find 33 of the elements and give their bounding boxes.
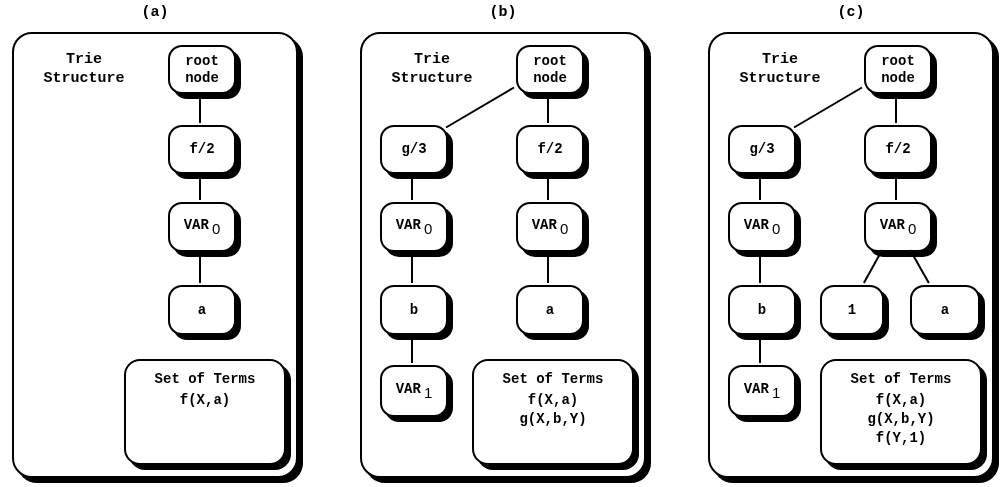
node-label: root node [880,52,916,87]
term-text: f(Y,1) [875,430,927,447]
connector-line [862,249,884,284]
panel-caption: (c) [836,4,866,21]
terms-heading: Set of Terms [154,371,256,387]
connector-line [909,249,930,284]
node-label: b [409,301,419,319]
term-text: f(X,a) [875,392,927,409]
connector-line [445,86,515,129]
connector-line [793,86,863,129]
node-label: a [545,301,555,319]
term-text: g(X,b,Y) [519,411,587,428]
term-text: g(X,b,Y) [867,411,935,428]
term-text: f(X,a) [179,392,231,409]
node-label: f/2 [537,141,563,158]
node-label: b [757,301,767,319]
term-text: f(X,a) [527,392,579,409]
panel-title: Trie Structure [738,50,822,88]
node-label: f/2 [885,141,911,158]
node-label: 1 [847,301,857,319]
panel-title: Trie Structure [42,50,126,88]
node-label: root node [532,52,568,87]
panel-caption: (b) [488,4,518,21]
node-label: f/2 [189,141,215,158]
node-label: a [940,301,950,319]
node-label: a [197,301,207,319]
node-label: g/3 [749,141,775,158]
node-label: root node [184,52,220,87]
node-label: g/3 [401,141,427,158]
terms-heading: Set of Terms [850,371,952,387]
panel-title: Trie Structure [390,50,474,88]
terms-heading: Set of Terms [502,371,604,387]
panel-caption: (a) [140,4,170,21]
